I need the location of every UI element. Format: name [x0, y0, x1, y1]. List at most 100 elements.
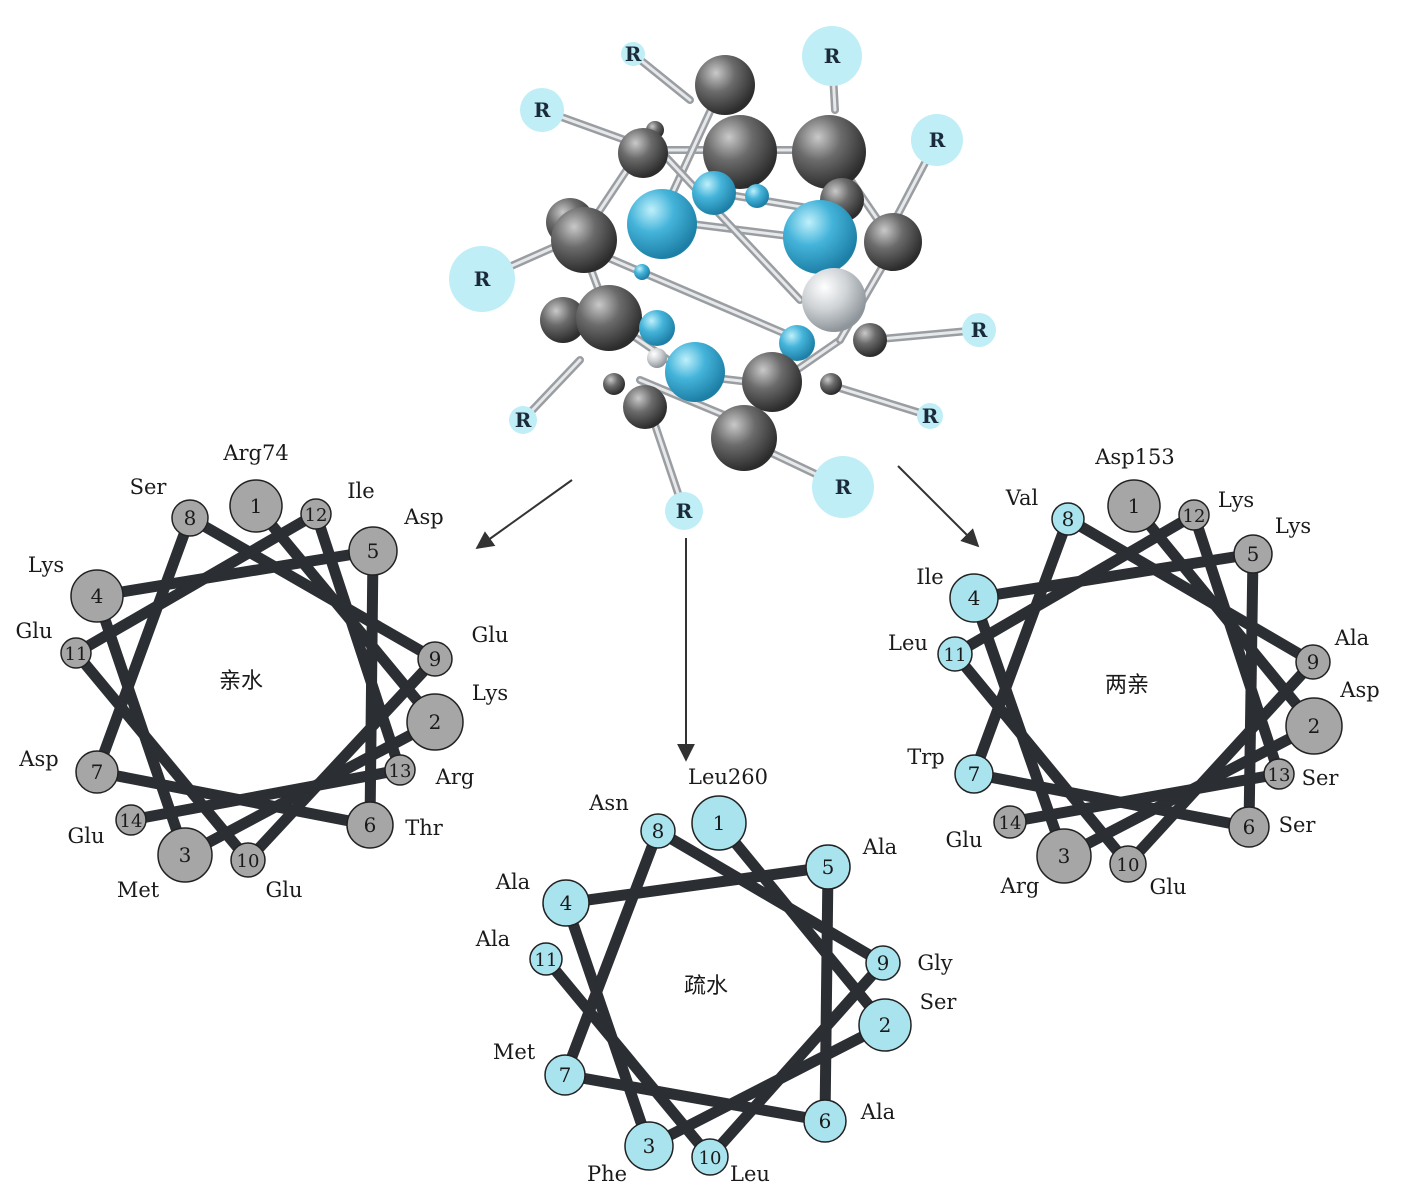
r-group-ball	[812, 456, 874, 518]
helix-link	[70, 647, 254, 866]
r-group-ball	[520, 88, 564, 132]
r-group-label: R	[929, 128, 946, 152]
residue-name: Phe	[587, 1162, 627, 1186]
r-group-label: R	[824, 44, 841, 68]
residue-name: Thr	[405, 816, 444, 840]
residue-number: 9	[877, 951, 890, 975]
atom-ball	[618, 128, 668, 178]
residue-name: Ala	[1334, 626, 1369, 650]
helix-link	[540, 953, 716, 1163]
r-group-ball	[509, 406, 537, 434]
residue-name: Met	[117, 878, 160, 902]
residue-circle	[624, 1121, 674, 1171]
atom-ball	[692, 171, 736, 215]
residue-name: Trp	[907, 745, 945, 769]
atom-ball	[627, 189, 697, 259]
helix-link	[968, 513, 1074, 780]
atom-ball	[623, 385, 667, 429]
residue-number: 6	[364, 813, 377, 837]
residue-circle	[417, 641, 453, 677]
residue-circle	[1178, 499, 1210, 531]
residue-circle	[229, 479, 283, 533]
wheel-connections	[949, 500, 1320, 870]
atom-ball	[603, 373, 625, 395]
atom-ball	[792, 115, 866, 189]
bond-highlight	[828, 383, 932, 418]
residue-number: 13	[1268, 765, 1291, 786]
r-group: R	[812, 456, 874, 518]
r-group-ball	[802, 26, 862, 86]
atom-ball	[576, 285, 642, 351]
helix-link	[704, 957, 889, 1163]
atom-ball	[634, 264, 650, 280]
residue-number: 13	[389, 761, 412, 782]
residue-circle	[691, 795, 747, 851]
r-group: R	[911, 114, 963, 166]
atom-ball	[647, 348, 667, 368]
bond-highlight	[631, 52, 692, 102]
helix-link	[560, 897, 655, 1152]
wheel-start-label: Asp153	[1094, 445, 1174, 469]
residue-name: Asn	[588, 791, 628, 815]
atom-ball	[703, 115, 777, 189]
residue-number: 11	[944, 645, 967, 666]
residue-name: Ala	[860, 1100, 895, 1124]
r-group-label: R	[676, 499, 693, 523]
residue-circle	[529, 942, 563, 976]
residue-name: Lys	[472, 681, 508, 705]
residue-number: 5	[367, 539, 380, 563]
helix-link	[652, 825, 889, 969]
residue-name: Ser	[920, 990, 958, 1014]
residue-circle	[542, 879, 590, 927]
residue-number: 11	[535, 950, 558, 971]
residue-circle	[348, 526, 398, 576]
residue-number: 4	[91, 584, 104, 608]
residue-circle	[803, 1099, 847, 1143]
r-group-label: R	[534, 98, 551, 122]
residue-circle	[300, 498, 332, 530]
residue-number: 1	[1128, 494, 1141, 518]
residue-circle	[1233, 534, 1273, 574]
residue-number: 14	[120, 811, 143, 832]
helix-link	[125, 764, 406, 826]
residue-number: 6	[1243, 815, 1256, 839]
r-group: R	[802, 26, 862, 86]
residue-number: 2	[1308, 714, 1321, 738]
residue-circle	[384, 754, 416, 786]
residue-circle	[1228, 806, 1270, 848]
residue-name: Glu	[1149, 875, 1186, 899]
r-group-ball	[449, 246, 515, 312]
residue-name: Asp	[18, 747, 58, 771]
atom-ball	[864, 213, 922, 271]
residue-name: Ala	[862, 835, 897, 859]
r-group-label: R	[515, 408, 532, 432]
residue-circle	[1109, 845, 1147, 883]
residue-name: Glu	[945, 828, 982, 852]
residue-name: Met	[493, 1040, 536, 1064]
r-group-label: R	[835, 475, 852, 499]
atom-ball	[779, 325, 815, 361]
atom-ball	[745, 184, 769, 208]
residue-name: Leu	[730, 1162, 770, 1186]
residue-circle	[75, 750, 119, 794]
residue-circle	[949, 573, 999, 623]
r-group-ball	[665, 492, 703, 530]
r-group-label: R	[971, 318, 988, 342]
helix-link	[559, 1069, 831, 1127]
helix-link	[819, 861, 834, 1127]
